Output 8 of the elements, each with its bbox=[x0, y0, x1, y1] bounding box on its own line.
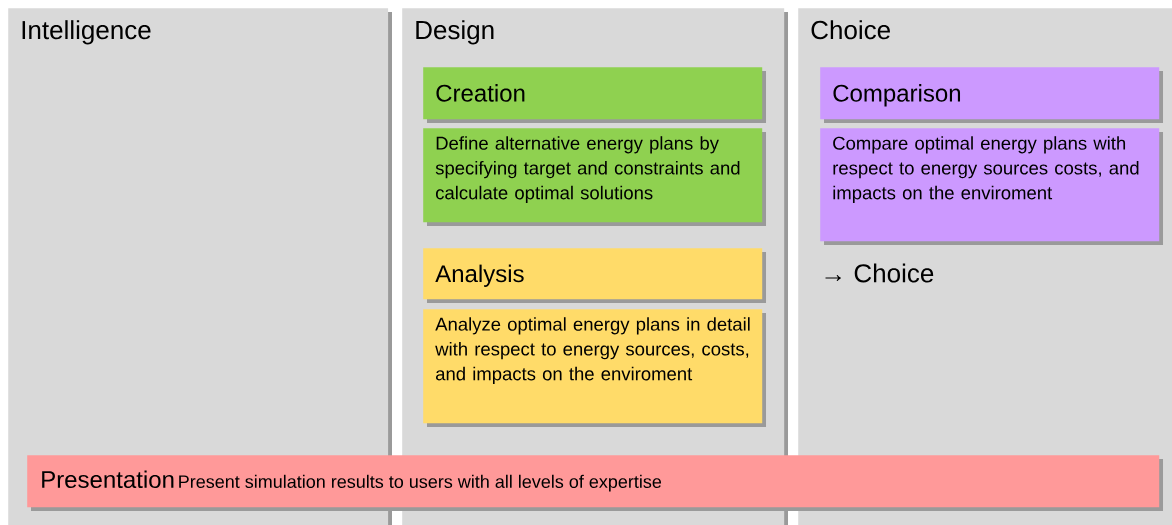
heading-box: Comparison bbox=[820, 67, 1163, 123]
heading-box: Analysis bbox=[423, 248, 766, 303]
description-box: Analyze optimal energy plans in detail with respect to energy sources, costs, and impacts on the enviroment bbox=[423, 309, 766, 427]
outcome-label: → Choice bbox=[825, 263, 934, 283]
description-box: Compare optimal energy plans with respect to energy sources costs, and impacts on the enviroment bbox=[820, 128, 1163, 245]
description-box: Define alternative energy plans by specifying target and constraints and calculate optimal solutions bbox=[423, 128, 766, 226]
heading-box: Creation bbox=[423, 67, 766, 123]
presentation-band: Presentation Present simulation results to users with all levels of expertise bbox=[27, 455, 1163, 511]
